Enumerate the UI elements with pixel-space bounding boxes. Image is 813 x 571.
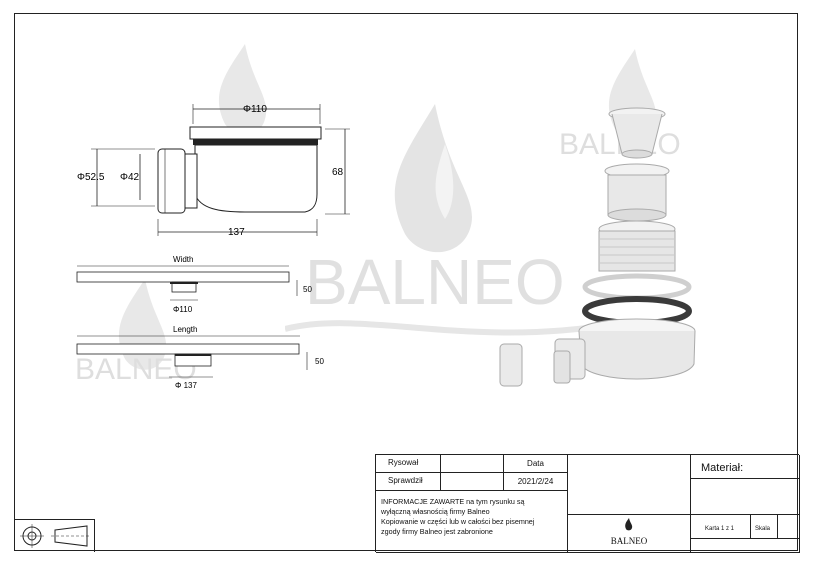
dim-phi137: Φ 137 — [175, 381, 198, 390]
dim-phi42: Φ42 — [120, 172, 140, 183]
dim-68: 68 — [332, 167, 344, 178]
skala-label: Skala — [755, 526, 771, 532]
info-line-2: wyłączną własnością firmy Balneo — [381, 507, 490, 516]
info-line-3: Kopiowanie w części lub w całości bez pi… — [381, 517, 535, 526]
material-value — [691, 479, 800, 515]
dim-phi110: Φ110 — [243, 104, 267, 115]
drawing-sheet: BALNEO BALNEO BALNEO Φ110 68 — [14, 13, 800, 553]
title-block: Rysował Data Sprawdził 2021/2/24 INFORMA… — [375, 454, 800, 553]
data-label: Data — [527, 459, 544, 468]
dim-phi52: Φ52.5 — [77, 172, 105, 183]
info-line-1: INFORMACJE ZAWARTE na tym rysunku są — [381, 497, 525, 506]
material-label: Materiał: — [701, 462, 744, 474]
info-cell: INFORMACJE ZAWARTE na tym rysunku są wył… — [376, 491, 568, 553]
dim-137: 137 — [228, 227, 245, 238]
sprawdzil-value — [441, 473, 504, 491]
info-line-4: zgody firmy Balneo jest zabronione — [381, 527, 493, 536]
logo-cell-top — [568, 455, 691, 515]
dim-length-label: Length — [173, 325, 197, 334]
dim-50b: 50 — [315, 357, 324, 366]
date-value-cell: 2021/2/24 — [504, 473, 568, 491]
sprawdzil-label: Sprawdził — [388, 476, 423, 485]
exploded-view — [499, 107, 696, 387]
date-value: 2021/2/24 — [517, 477, 554, 486]
karta-label: Karta 1 z 1 — [705, 526, 735, 532]
projection-symbol — [15, 519, 95, 552]
length-view-drawing: Length 50 Φ 137 — [76, 325, 324, 390]
logo-text: BALNEO — [610, 536, 648, 546]
data-header-cell: Data — [504, 455, 568, 473]
side-view-drawing: Φ110 68 Φ52.5 Φ42 137 — [77, 104, 350, 238]
dim-50a: 50 — [303, 285, 312, 294]
material-cell: Materiał: — [691, 455, 800, 479]
bottom-right-cell — [691, 539, 800, 553]
dim-phi110b: Φ110 — [173, 305, 193, 314]
logo-cell: BALNEO — [568, 515, 691, 553]
skala-cell: Skala — [751, 515, 778, 539]
karta-cell: Karta 1 z 1 — [691, 515, 751, 539]
sprawdzil-cell: Sprawdził — [376, 473, 441, 491]
balneo-logo-icon — [625, 518, 633, 531]
rysowal-value — [441, 455, 504, 473]
skala-value — [778, 515, 800, 539]
rysowal-cell: Rysował — [376, 455, 441, 473]
projection-icon — [20, 524, 91, 548]
dim-width-label: Width — [173, 255, 193, 264]
width-view-drawing: Width 50 Φ110 — [76, 255, 312, 314]
rysowal-label: Rysował — [388, 458, 419, 467]
